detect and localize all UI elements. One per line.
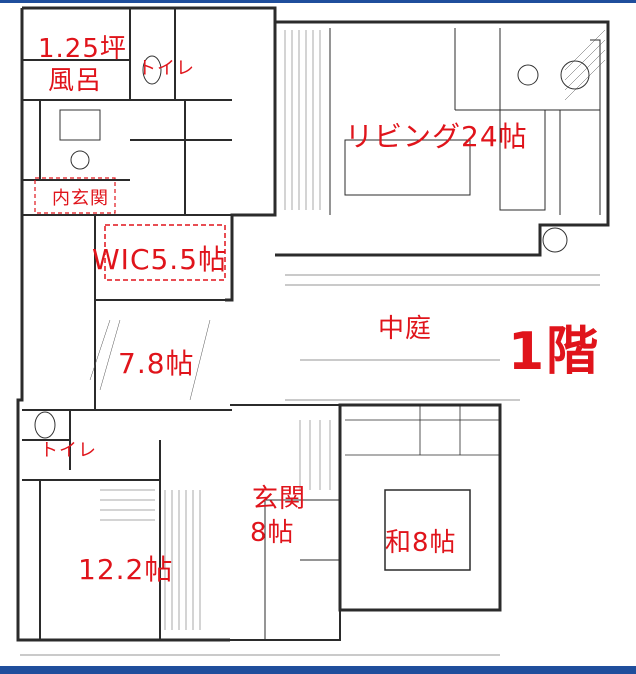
courtyard-label: 中庭 [378, 314, 433, 344]
outer-wall-left [16, 8, 230, 642]
living-label: リビング24帖 [345, 120, 528, 153]
wic-storage-outline [104, 224, 226, 281]
bath-tub [59, 109, 101, 141]
frame-top-border [0, 0, 636, 3]
wic-label: WIC5.5帖 [92, 243, 228, 276]
sink [70, 150, 90, 170]
toilet-upper-label: トイレ [138, 58, 195, 79]
room-7-8-label: 7.8帖 [118, 347, 195, 380]
floor-label: 1階 [508, 322, 601, 382]
frame-bottom-border [0, 666, 636, 674]
bath-size-label: 1.25坪 [38, 34, 127, 64]
outer-wall-living [275, 20, 610, 257]
outer-wall-genkan [230, 404, 341, 641]
toilet-bowl-lower [34, 411, 56, 439]
toilet-bowl-upper [142, 55, 162, 85]
japanese-room-label: 和8帖 [385, 528, 457, 558]
bath-label: 風呂 [48, 66, 103, 96]
toilet-lower-label: トイレ [40, 440, 97, 461]
genkan-label: 玄関 [252, 484, 307, 514]
inner-entrance-label: 内玄関 [52, 188, 109, 209]
genkan-size-label: 8帖 [250, 518, 295, 548]
room-12-2-label: 12.2帖 [78, 553, 174, 586]
